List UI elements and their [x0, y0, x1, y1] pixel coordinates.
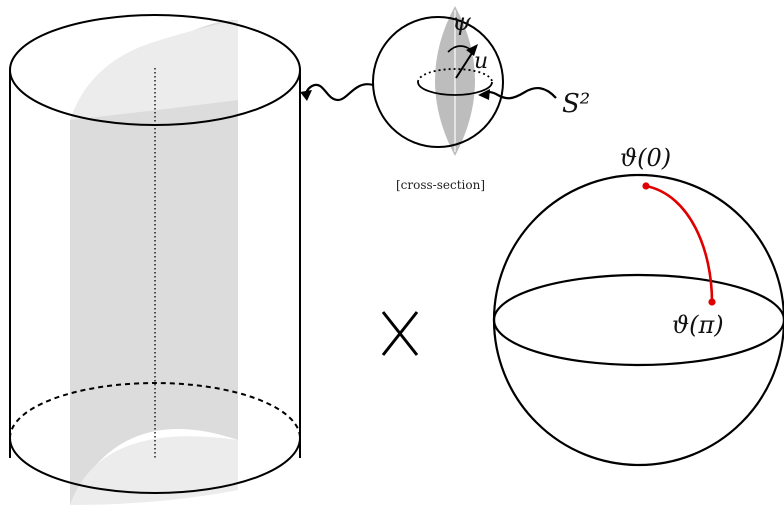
- cylinder-sheet-bottom-highlight: [70, 436, 238, 505]
- cylinder-top-ellipse: [9, 14, 301, 126]
- sphere-outline: [492, 173, 784, 467]
- s2-label: S²: [562, 89, 590, 119]
- thetapi-label: ϑ(π): [672, 311, 724, 339]
- cross-section: ψ u S² [cross-section]: [300, 6, 590, 192]
- cylinder-sheet: [70, 20, 238, 505]
- u-arrow-line: [455, 49, 475, 79]
- psi-arc: [447, 45, 475, 53]
- thetapi-point: [708, 298, 716, 306]
- times-symbol: [381, 311, 419, 356]
- cylinder: [9, 14, 301, 505]
- theta0-point: [642, 182, 650, 190]
- cross-section-circle: [372, 16, 504, 148]
- geodesic-curve: [645, 184, 714, 303]
- sphere: ϑ(0) ϑ(π): [492, 144, 784, 467]
- u-label: u: [474, 49, 488, 74]
- cross-section-equator-back: [417, 68, 493, 83]
- connector-to-cylinder: [304, 83, 374, 102]
- cross-section-equator-front: [417, 81, 493, 96]
- psi-label: ψ: [452, 8, 472, 36]
- cross-section-caption: [cross-section]: [396, 178, 485, 192]
- connector-from-s2: [483, 86, 557, 100]
- connector-from-s2-arrowhead: [478, 89, 490, 100]
- theta0-label: ϑ(0): [620, 144, 671, 172]
- cylinder-sheet-top-highlight: [70, 20, 238, 120]
- cylinder-bottom-back-dashed: [9, 382, 301, 439]
- connector-to-cylinder-arrowhead: [300, 90, 312, 101]
- sphere-equator: [492, 273, 784, 367]
- cylinder-bottom-front: [9, 437, 301, 494]
